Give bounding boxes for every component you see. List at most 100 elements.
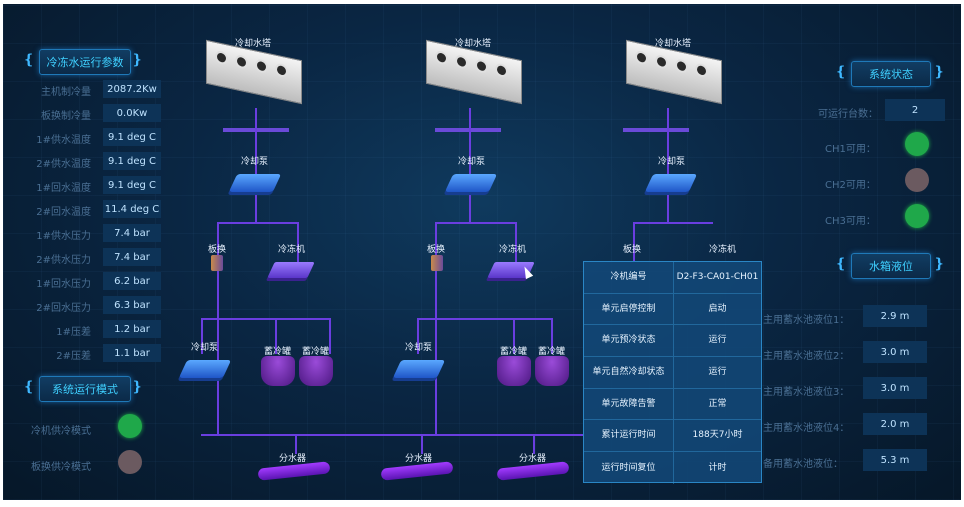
cooling-pump[interactable] bbox=[444, 174, 498, 192]
cooling-pump[interactable] bbox=[644, 174, 698, 192]
cooling-pump[interactable] bbox=[178, 360, 232, 378]
popup-value: 正常 bbox=[708, 398, 727, 409]
manifold-label: 分水器 bbox=[279, 454, 307, 464]
popup-row: 运行时间复位 计时 bbox=[584, 452, 761, 484]
popup-value-start[interactable]: 启动 bbox=[708, 303, 727, 314]
level-panel-title: 水箱液位 bbox=[851, 253, 931, 279]
level-label: 主用蓄水池液位1： bbox=[763, 315, 850, 326]
tank-label: 蓄冷罐 bbox=[538, 347, 566, 357]
params-title-text: 冷冻水运行参数 bbox=[46, 56, 124, 69]
level-value: 3.0 m bbox=[863, 377, 927, 399]
param-label: 1#回水温度 bbox=[36, 183, 91, 194]
tower-manifold bbox=[623, 128, 689, 132]
popup-row: 累计运行时间 188天7小时 bbox=[584, 420, 761, 453]
mode-label-chiller: 冷机供冷模式 bbox=[31, 426, 91, 437]
param-label: 2#供水压力 bbox=[36, 255, 91, 266]
param-label: 1#压差 bbox=[56, 327, 91, 338]
pump-label: 冷却泵 bbox=[405, 343, 433, 353]
popup-row: 单元故障告警 正常 bbox=[584, 388, 761, 421]
popup-key: 单元预冷状态 bbox=[584, 325, 674, 357]
param-value: 9.1 deg C bbox=[103, 176, 161, 194]
bracket-left-icon: ❴ bbox=[23, 52, 35, 68]
bracket-right-icon: ❵ bbox=[933, 64, 945, 80]
hex-label: 板换 bbox=[427, 245, 446, 255]
chiller-label: 冷冻机 bbox=[278, 245, 306, 255]
tank-label: 蓄冷罐 bbox=[500, 347, 528, 357]
param-value: 7.4 bar bbox=[103, 224, 161, 242]
cooling-tower[interactable] bbox=[206, 39, 302, 105]
popup-key: 运行时间复位 bbox=[584, 452, 674, 484]
ch2-label: CH2可用： bbox=[825, 180, 876, 191]
water-manifold[interactable] bbox=[380, 461, 454, 481]
tower-label: 冷却水塔 bbox=[655, 39, 692, 49]
chiller-detail-popup[interactable]: 冷机编号 D2-F3-CA01-CH01 单元启停控制 启动 单元预冷状态 运行… bbox=[583, 261, 762, 484]
param-label: 主机制冷量 bbox=[41, 87, 91, 98]
mode-panel-title: 系统运行模式 bbox=[39, 376, 131, 402]
storage-tank[interactable] bbox=[299, 356, 333, 386]
popup-row: 单元自然冷却状态 运行 bbox=[584, 357, 761, 389]
scada-screen: 冷冻水运行参数 ❴ ❵ 主机制冷量 2087.2Kw 板换制冷量 0.0Kw 1… bbox=[3, 4, 961, 500]
ch1-indicator bbox=[905, 132, 929, 156]
pump-label: 冷却泵 bbox=[241, 157, 269, 167]
popup-key: 单元自然冷却状态 bbox=[584, 357, 674, 388]
popup-value-reset[interactable]: 计时 bbox=[708, 462, 727, 473]
param-label: 1#回水压力 bbox=[36, 279, 91, 290]
param-label: 2#回水压力 bbox=[36, 303, 91, 314]
pump-label: 冷却泵 bbox=[191, 343, 219, 353]
ch2-indicator bbox=[905, 168, 929, 192]
level-label: 主用蓄水池液位4： bbox=[763, 423, 850, 434]
param-value: 0.0Kw bbox=[103, 104, 161, 122]
pump-label: 冷却泵 bbox=[658, 157, 686, 167]
tower-label: 冷却水塔 bbox=[235, 39, 272, 49]
cooling-pump[interactable] bbox=[228, 174, 282, 192]
chiller-label: 冷冻机 bbox=[499, 245, 527, 255]
heat-exchanger[interactable] bbox=[431, 255, 443, 271]
param-value: 1.1 bar bbox=[103, 344, 161, 362]
level-value: 2.0 m bbox=[863, 413, 927, 435]
cooling-tower[interactable] bbox=[626, 39, 722, 105]
storage-tank[interactable] bbox=[261, 356, 295, 386]
param-value: 1.2 bar bbox=[103, 320, 161, 338]
mode-label-hex: 板换供冷模式 bbox=[31, 462, 91, 473]
water-manifold[interactable] bbox=[257, 461, 331, 481]
storage-tank[interactable] bbox=[535, 356, 569, 386]
popup-key: 单元故障告警 bbox=[584, 388, 674, 420]
param-label: 2#供水温度 bbox=[36, 159, 91, 170]
param-label: 1#供水温度 bbox=[36, 135, 91, 146]
hex-label: 板换 bbox=[623, 245, 642, 255]
storage-tank[interactable] bbox=[497, 356, 531, 386]
level-value: 5.3 m bbox=[863, 449, 927, 471]
ch3-label: CH3可用： bbox=[825, 216, 876, 227]
chiller[interactable] bbox=[267, 262, 315, 278]
popup-key: 单元启停控制 bbox=[584, 293, 674, 325]
level-value: 2.9 m bbox=[863, 305, 927, 327]
param-label: 1#供水压力 bbox=[36, 231, 91, 242]
level-label: 主用蓄水池液位2： bbox=[763, 351, 850, 362]
heat-exchanger[interactable] bbox=[211, 255, 223, 271]
bracket-left-icon: ❴ bbox=[23, 379, 35, 395]
popup-value: 188天7小时 bbox=[692, 430, 743, 441]
bracket-right-icon: ❵ bbox=[933, 256, 945, 272]
cooling-tower[interactable] bbox=[426, 39, 522, 105]
mode-indicator-chiller bbox=[118, 414, 142, 438]
cooling-pump[interactable] bbox=[392, 360, 446, 378]
popup-key: 冷机编号 bbox=[584, 262, 674, 293]
popup-value: 运行 bbox=[708, 335, 727, 346]
pump-label: 冷却泵 bbox=[458, 157, 486, 167]
param-value: 9.1 deg C bbox=[103, 128, 161, 146]
popup-row: 冷机编号 D2-F3-CA01-CH01 bbox=[584, 262, 761, 294]
bracket-right-icon: ❵ bbox=[131, 52, 143, 68]
manifold-label: 分水器 bbox=[405, 454, 433, 464]
chiller-label: 冷冻机 bbox=[709, 245, 737, 255]
ch1-label: CH1可用： bbox=[825, 144, 876, 155]
tower-label: 冷却水塔 bbox=[455, 39, 492, 49]
tank-label: 蓄冷罐 bbox=[302, 347, 330, 357]
water-manifold[interactable] bbox=[496, 461, 570, 481]
mode-title-text: 系统运行模式 bbox=[52, 383, 118, 396]
level-label: 备用蓄水池液位： bbox=[763, 459, 843, 470]
level-label: 主用蓄水池液位3： bbox=[763, 387, 850, 398]
tower-manifold bbox=[435, 128, 501, 132]
param-label: 板换制冷量 bbox=[41, 111, 91, 122]
param-value: 11.4 deg C bbox=[103, 200, 161, 218]
bracket-left-icon: ❴ bbox=[835, 256, 847, 272]
